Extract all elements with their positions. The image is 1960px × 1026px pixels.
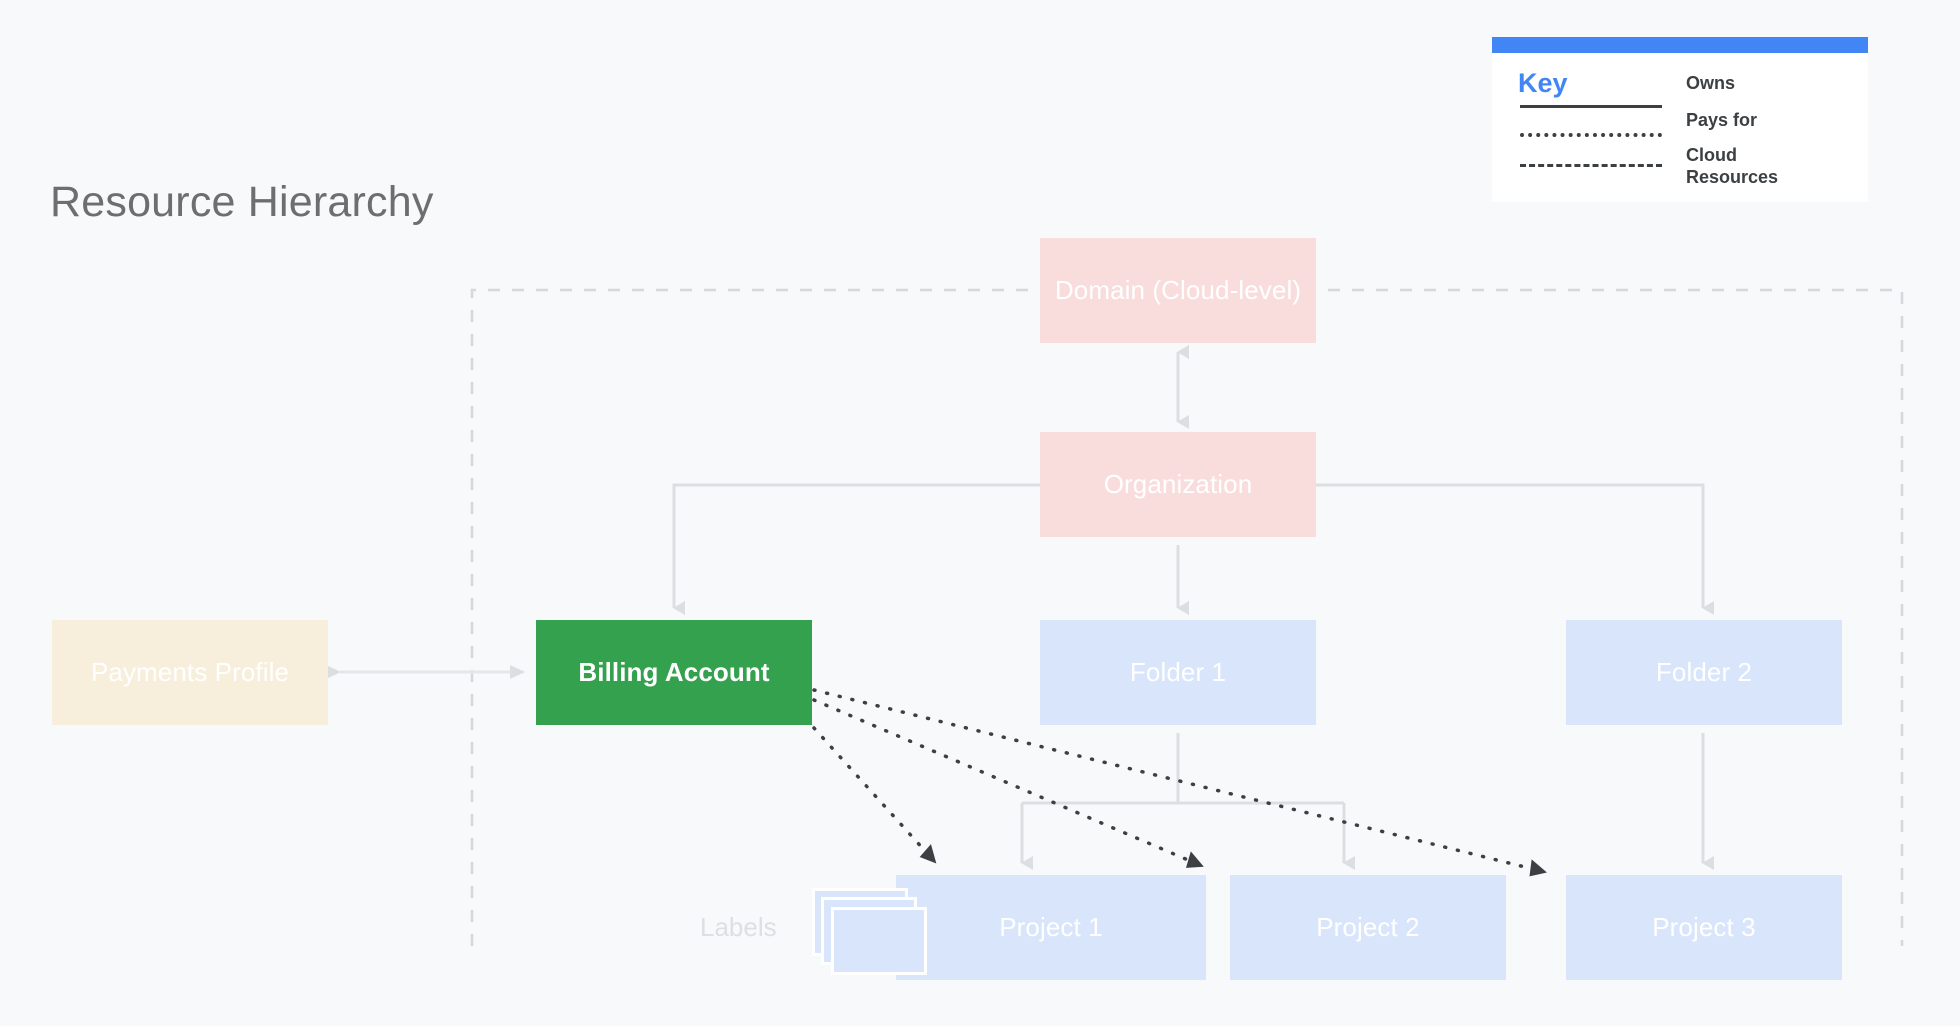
legend-accent-bar [1492, 37, 1868, 53]
node-folder-2[interactable]: Folder 2 [1566, 620, 1842, 725]
legend-title: Key [1518, 68, 1568, 98]
label-stack[interactable] [812, 888, 928, 976]
edge-organization-folder-2 [1316, 483, 1714, 615]
legend-line-dotted-icon [1520, 132, 1662, 137]
legend-label-owns: Owns [1686, 73, 1736, 93]
node-billing-account[interactable]: Billing Account [536, 620, 812, 725]
edge-organization-billing-account [672, 483, 1040, 615]
edge-folder1-split [1022, 733, 1344, 805]
node-project-2[interactable]: Project 2 [1230, 875, 1506, 980]
node-folder-1-label: Folder 1 [1129, 656, 1227, 687]
node-organization[interactable]: Organization [1040, 432, 1316, 537]
node-project-3[interactable]: Project 3 [1566, 875, 1842, 980]
node-payments-profile-label: Payments Profile [90, 656, 290, 687]
node-domain-label: Domain (Cloud-level) [1054, 274, 1302, 305]
node-folder-1[interactable]: Folder 1 [1040, 620, 1316, 725]
legend-label-pays-for: Pays for [1686, 110, 1758, 131]
node-folder-2-label: Folder 2 [1655, 656, 1753, 687]
node-payments-profile[interactable]: Payments Profile [52, 620, 328, 725]
page-title: Resource Hierarchy [50, 178, 434, 226]
node-project-3-label: Project 3 [1652, 911, 1756, 942]
legend-card: Key Owns Pays for Cloud Resources [1492, 37, 1868, 202]
edge-billing-project-1 [812, 726, 937, 864]
labels-caption: Labels [700, 912, 777, 942]
label-card-front [831, 907, 927, 975]
legend-label-cloud-resources: Cloud Resources [1686, 145, 1779, 187]
node-billing-account-label: Billing Account [578, 656, 770, 687]
node-project-1-label: Project 1 [999, 911, 1103, 942]
node-project-2-label: Project 2 [1316, 911, 1420, 942]
legend-line-dashed-icon [1520, 163, 1662, 167]
cloud-resources-boundary [470, 288, 1904, 946]
node-domain[interactable]: Domain (Cloud-level) [1040, 238, 1316, 343]
node-organization-label: Organization [1103, 468, 1253, 499]
node-project-1[interactable]: Project 1 [896, 875, 1206, 980]
legend-line-solid-icon [1520, 104, 1662, 108]
